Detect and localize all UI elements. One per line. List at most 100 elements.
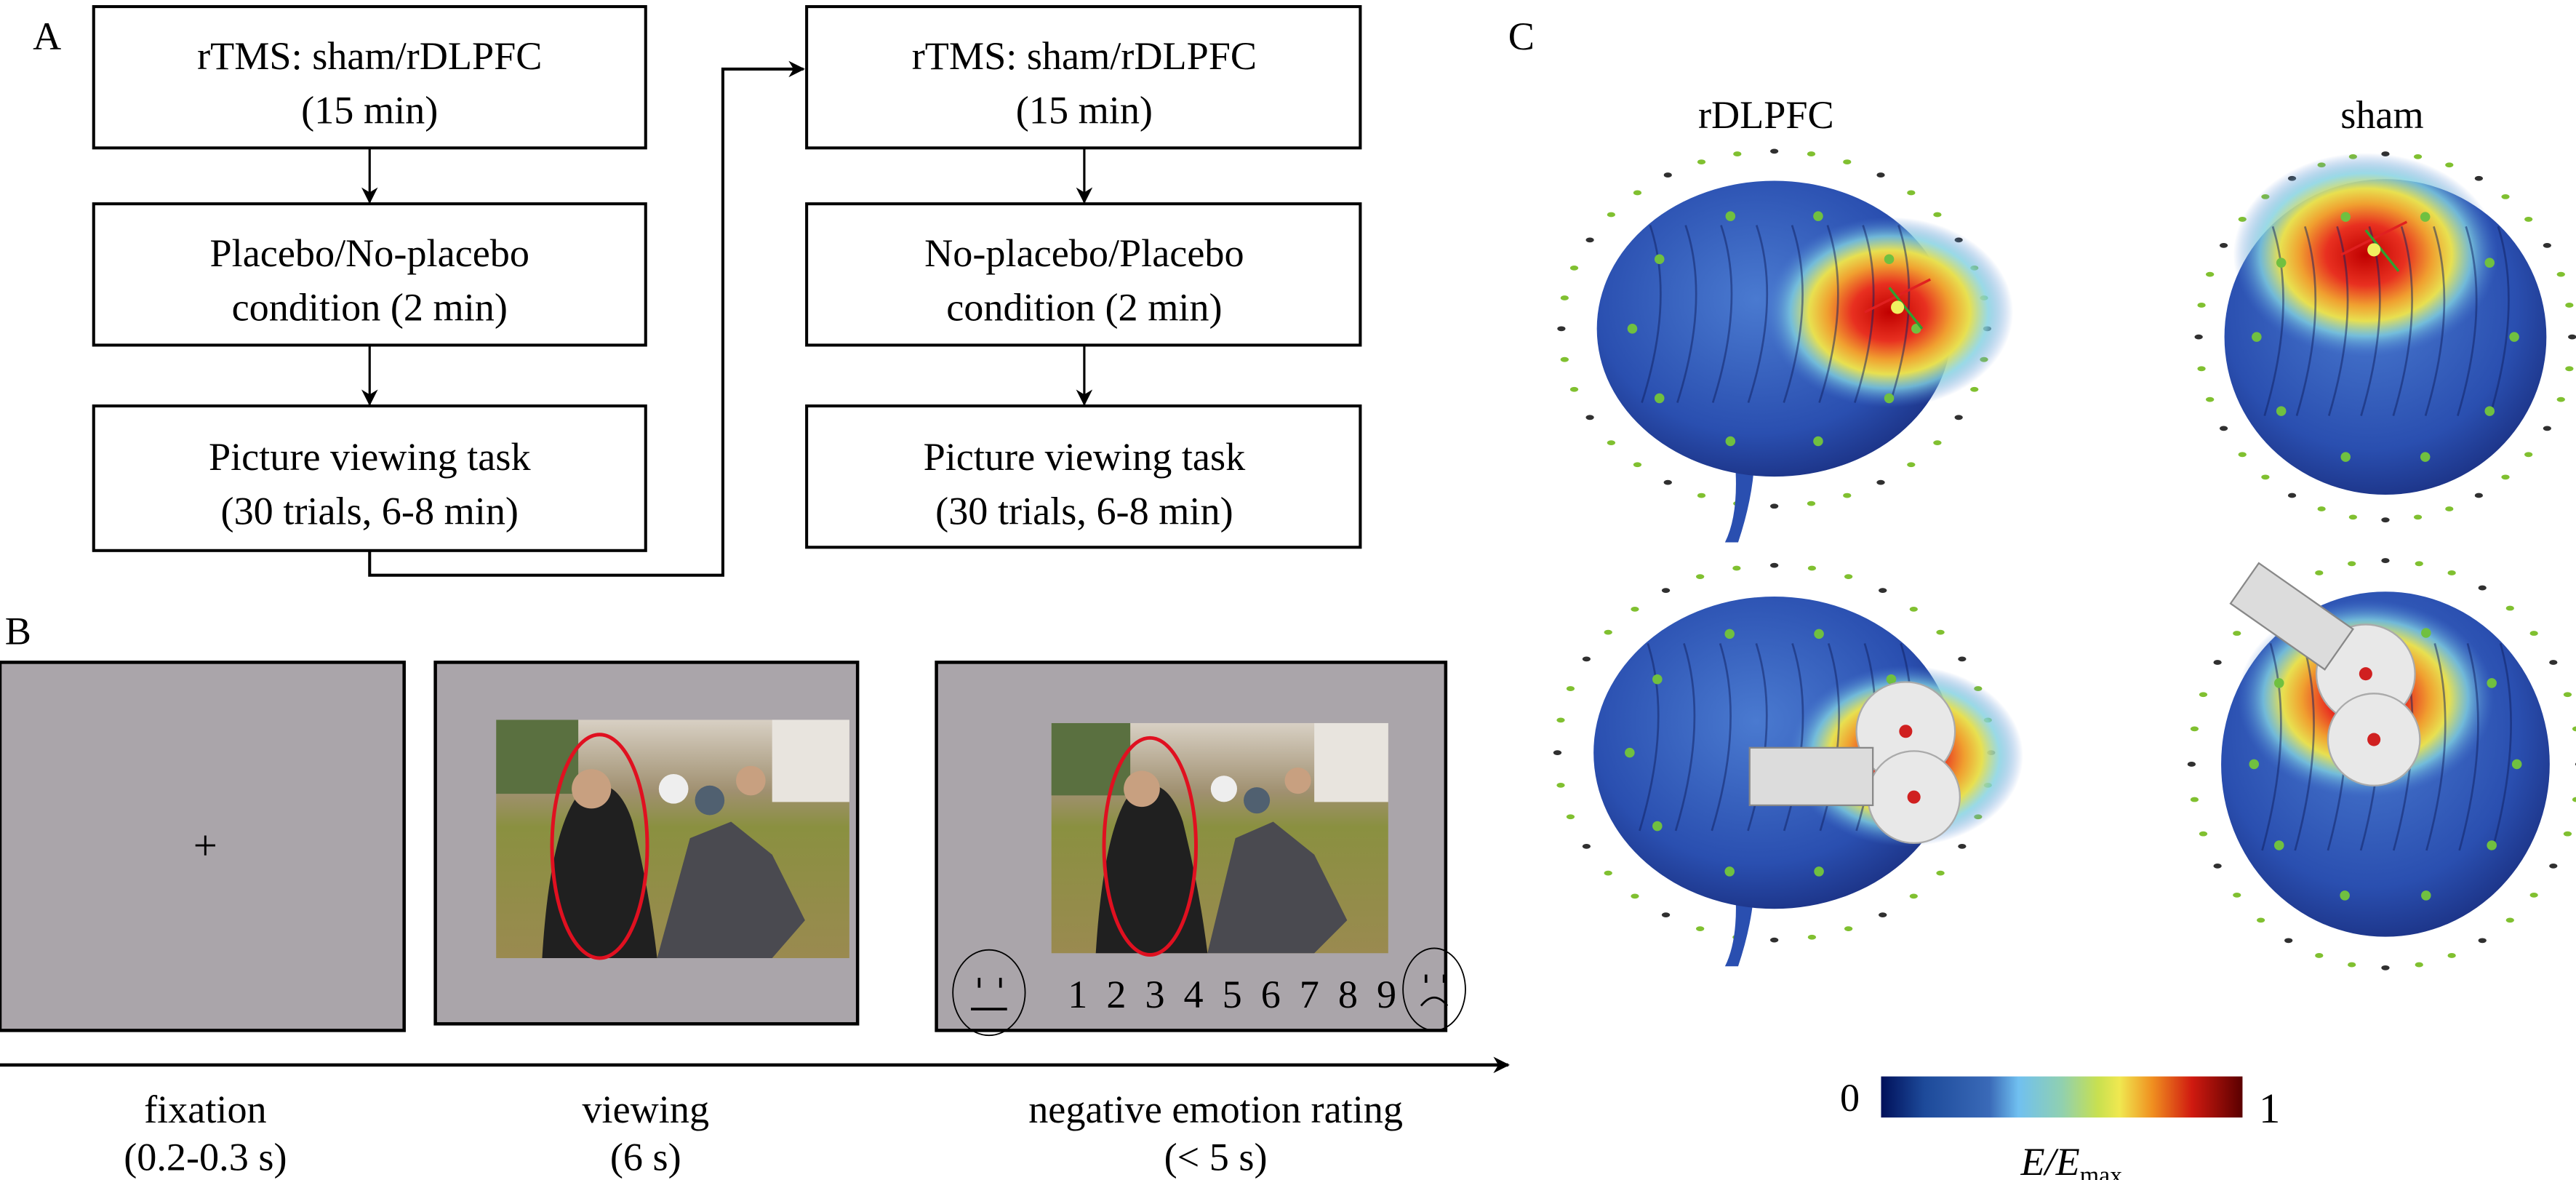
electrode-marker (1557, 326, 1566, 332)
electrode-marker (1631, 893, 1639, 899)
electrode-marker (2529, 892, 2538, 898)
brain-model (1557, 148, 2014, 543)
electrode-marker (2556, 396, 2565, 402)
fixation-cross: + (193, 821, 217, 869)
electrode-marker (2206, 271, 2215, 277)
efield-hotspot (1765, 217, 2014, 408)
step-task-2: Picture viewing task (30 trials, 6-8 min… (805, 404, 1362, 549)
electrode-marker (2505, 605, 2514, 611)
electrode-marker (2445, 162, 2454, 168)
electrode-marker (1560, 356, 1569, 362)
coil-center (1891, 300, 1905, 314)
electrode-marker (1633, 190, 1642, 196)
electrode-dot (2273, 678, 2284, 688)
electrode-marker (1769, 937, 1779, 943)
electrode-marker (1697, 159, 1706, 164)
sulcus (2261, 643, 2282, 851)
panel-c-label: C (1508, 15, 1535, 58)
electrode-marker (2563, 692, 2572, 698)
electrode-marker (1933, 440, 1942, 446)
rating-number: 2 (1106, 973, 1126, 1016)
sulcus (1641, 225, 1662, 403)
electrode-dot (1725, 211, 1736, 221)
step-text: Placebo/No-placebo (210, 231, 529, 275)
phase-duration: (< 5 s) (1164, 1135, 1268, 1179)
step-text: (30 trials, 6-8 min) (935, 490, 1233, 533)
electrode-dot (1627, 324, 1638, 334)
electrode-dot (2484, 258, 2495, 268)
electrode-marker (1585, 237, 1594, 243)
electrode-marker (2315, 570, 2324, 575)
screen-viewing (433, 661, 860, 1026)
flowchart-right: rTMS: sham/rDLPFC (15 min) No-placebo/Pl… (805, 5, 1362, 549)
electrode-marker (2238, 452, 2247, 458)
electrode-marker (2206, 396, 2215, 402)
coil-axis (1888, 287, 1924, 330)
electrode-marker (1879, 588, 1887, 594)
step-text: (15 min) (1016, 88, 1153, 132)
electrode-marker (1843, 159, 1852, 164)
sulcus (1639, 643, 1660, 832)
electrode-dot (1652, 821, 1663, 832)
electrode-dot (1813, 436, 1823, 447)
electrode-marker (2529, 631, 2538, 636)
electrode-dot (1724, 629, 1735, 639)
electrode-marker (1556, 782, 1565, 788)
electrode-marker (1879, 912, 1887, 918)
electrode-dot (1625, 747, 1635, 758)
step-text: rTMS: sham/rDLPFC (197, 34, 542, 78)
electrode-marker (1844, 574, 1853, 580)
electrode-marker (1907, 462, 1916, 468)
column-title-rdlpfc: rDLPFC (1698, 93, 1834, 137)
sulcus (2424, 226, 2446, 416)
electrode-marker (2284, 938, 2293, 944)
sulcus (2458, 643, 2479, 851)
step-rtms-2: rTMS: sham/rDLPFC (15 min) (805, 5, 1362, 150)
electrode-marker (1553, 750, 1562, 756)
electrode-marker (2190, 797, 2199, 802)
electrode-marker (2317, 506, 2326, 511)
electrode-marker (2505, 917, 2514, 923)
step-text: Picture viewing task (924, 435, 1246, 479)
column-title-sham: sham (2340, 93, 2423, 137)
electrode-dot (1884, 393, 1895, 404)
electrode-marker (1582, 656, 1591, 662)
panel-a-label: A (33, 15, 61, 58)
electrode-marker (2478, 585, 2487, 591)
electrode-marker (2565, 303, 2574, 308)
electrode-marker (1970, 386, 1979, 392)
electrode-dot (2509, 332, 2519, 342)
sulcus (1676, 225, 1697, 403)
electrode-marker (2233, 892, 2241, 898)
electrode-marker (1604, 629, 1612, 635)
phase-name: negative emotion rating (1028, 1088, 1403, 1131)
electrode-dot (1725, 436, 1736, 447)
neutral-face-icon (952, 949, 1026, 1037)
step-rtms-1: rTMS: sham/rDLPFC (15 min) (92, 5, 647, 150)
phase-name: fixation (144, 1088, 267, 1131)
electrode-marker (2213, 660, 2222, 665)
electrode-marker (2445, 506, 2454, 511)
electrode-marker (1807, 151, 1816, 156)
step-text: Picture viewing task (209, 435, 531, 479)
sulcus (2489, 226, 2510, 416)
electrode-marker (1663, 479, 1672, 485)
electrode-marker (2287, 493, 2297, 498)
electrode-marker (1807, 565, 1817, 571)
sulcus (2425, 643, 2447, 851)
flowchart-left: rTMS: sham/rDLPFC (15 min) Placebo/No-pl… (92, 5, 647, 552)
electrode-dot (2420, 212, 2431, 222)
electrode-dot (1813, 211, 1823, 221)
coil-axis (2364, 229, 2400, 272)
electrode-marker (2413, 154, 2423, 159)
electrode-dot (2511, 759, 2522, 770)
electrode-dot (2484, 406, 2495, 416)
efield-hotspot (2233, 153, 2498, 357)
electrode-marker (2199, 692, 2208, 698)
electrode-marker (2219, 242, 2228, 248)
electrode-dot (2487, 678, 2497, 688)
electrode-marker (1556, 717, 1565, 723)
